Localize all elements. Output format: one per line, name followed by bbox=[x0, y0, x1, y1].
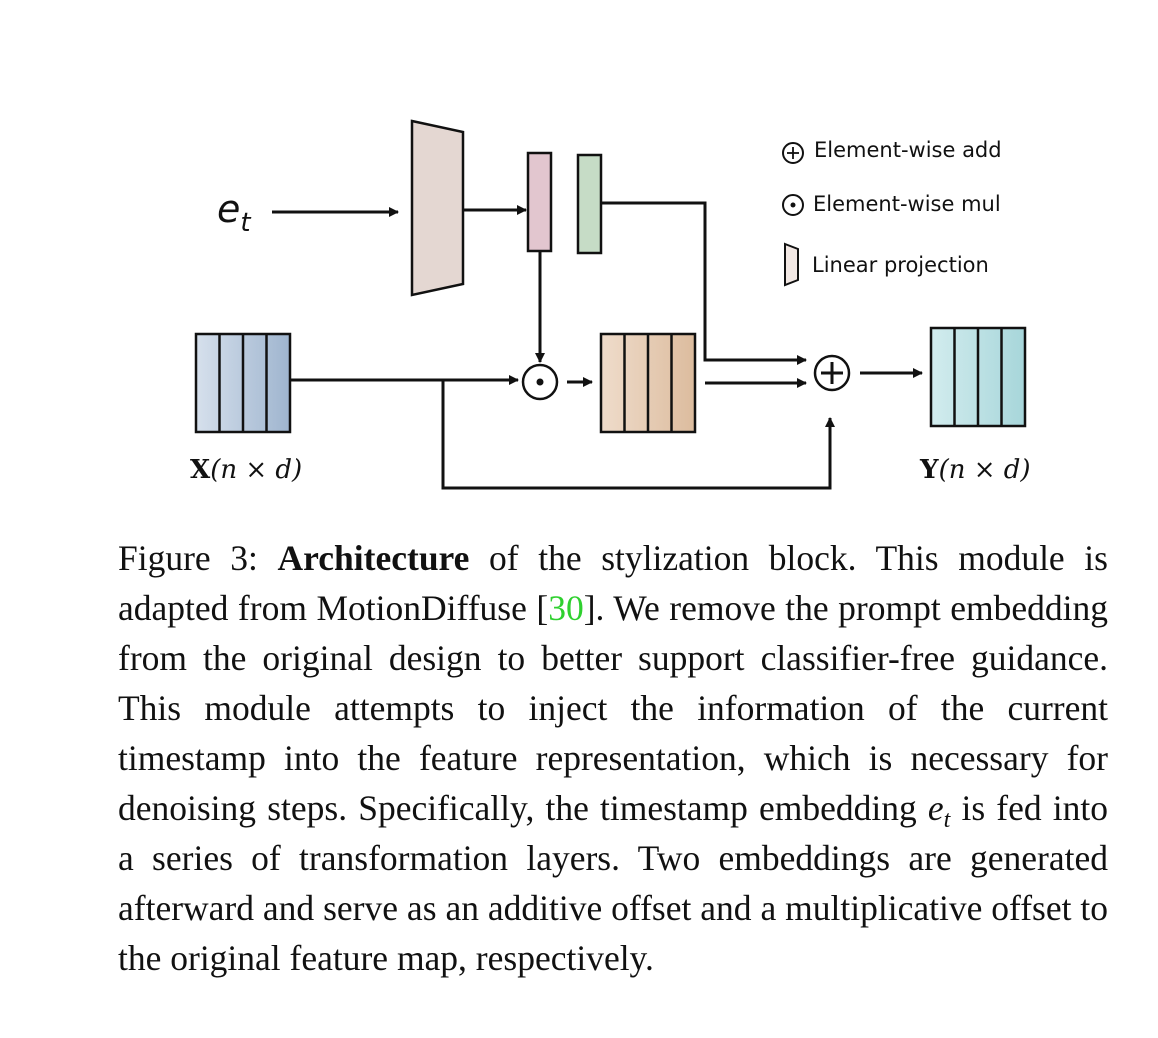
linear-projection bbox=[410, 119, 465, 297]
multiply-operator bbox=[521, 363, 559, 401]
caption-math-symbol: et bbox=[927, 788, 951, 833]
architecture-diagram: et X(n × d) bbox=[190, 119, 1031, 490]
output-feature-label: Y(n × d) bbox=[919, 455, 1031, 485]
scale-vector bbox=[526, 151, 553, 253]
input-feature-label: X(n × d) bbox=[190, 455, 302, 485]
citation-link[interactable]: 30 bbox=[548, 588, 584, 628]
skip-connection-arrow bbox=[441, 380, 835, 490]
circle-dot-icon bbox=[782, 194, 804, 216]
figure-number: Figure 3: bbox=[118, 538, 258, 578]
figure-caption: Figure 3: Architecture of the stylizatio… bbox=[118, 533, 1108, 983]
trapezoid-icon bbox=[784, 242, 799, 287]
input-embedding-label: et bbox=[217, 187, 251, 238]
circle-plus-icon bbox=[782, 142, 804, 164]
legend-add-label: Element-wise add bbox=[814, 138, 1002, 162]
output-feature-map bbox=[929, 326, 1027, 428]
legend-mul-label: Element-wise mul bbox=[813, 192, 1001, 216]
caption-text-3: is fed into a series of transformation l… bbox=[118, 788, 1109, 978]
caption-text-1: of the stylization block. This module is… bbox=[118, 538, 1108, 628]
shift-vector bbox=[576, 153, 603, 255]
caption-bold-term: Architecture bbox=[277, 538, 470, 578]
arrow-shift-to-add bbox=[601, 201, 807, 365]
legend: Element-wise add Element-wise mul Linear… bbox=[782, 138, 1002, 287]
caption-text-2: ]. We remove the prompt embedding from t… bbox=[118, 588, 1108, 828]
add-operator bbox=[813, 354, 851, 392]
legend-projection-label: Linear projection bbox=[812, 253, 989, 277]
modulated-feature-map bbox=[599, 332, 697, 434]
input-feature-map bbox=[194, 332, 292, 434]
